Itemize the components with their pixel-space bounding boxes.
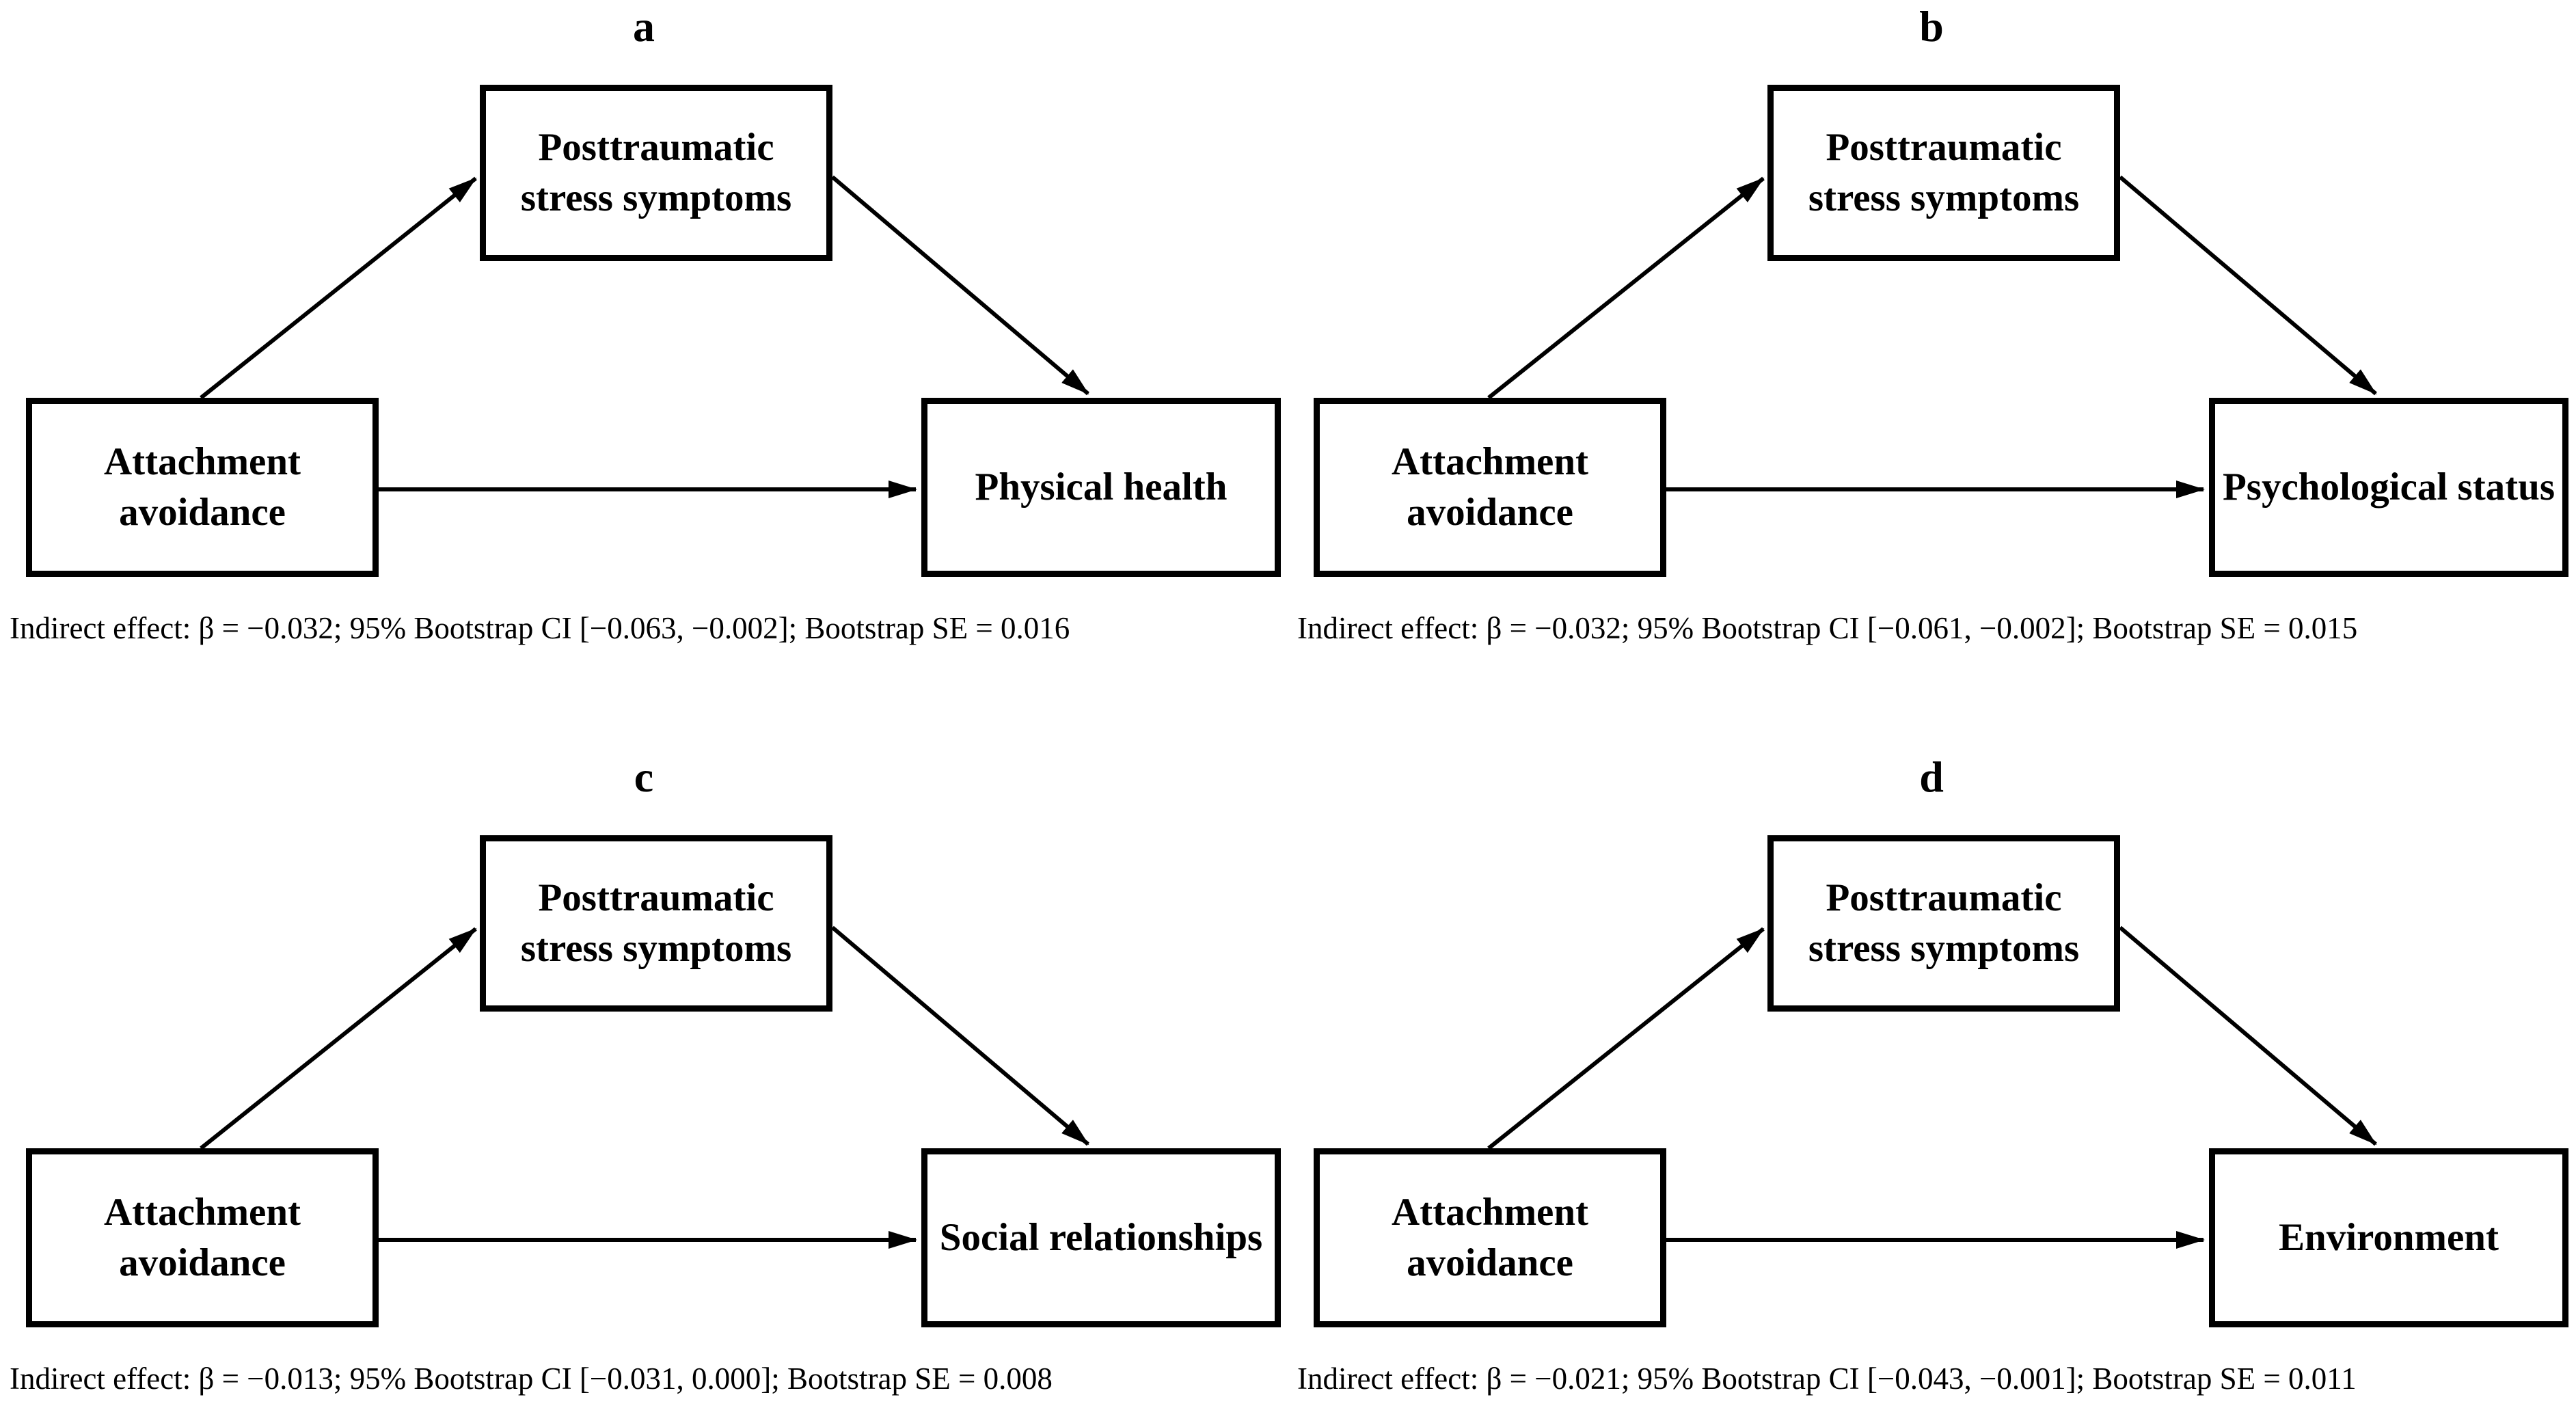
predictor-box: Attachment avoidance <box>26 1148 379 1327</box>
panel-d-letter: d <box>1919 753 1944 801</box>
mediator-box-label: Posttraumatic stress symptoms <box>520 876 792 970</box>
panel-c: c Posttraumatic stress symptoms Attachme… <box>0 750 1288 1408</box>
predictor-box-label: Attachment avoidance <box>103 439 301 534</box>
indirect-effect-caption: Indirect effect: β = −0.032; 95% Bootstr… <box>10 611 1070 645</box>
indirect-effect-caption: Indirect effect: β = −0.021; 95% Bootstr… <box>1297 1362 2357 1396</box>
outcome-box-label: Physical health <box>975 465 1228 509</box>
panel-b: b Posttraumatic stress symptoms Attachme… <box>1288 0 2575 664</box>
mediator-box-label: Posttraumatic stress symptoms <box>1808 876 2080 970</box>
panel-c-letter: c <box>634 753 654 801</box>
arrow-predictor-to-mediator <box>1487 927 1765 1150</box>
mediator-box: Posttraumatic stress symptoms <box>480 85 832 261</box>
arrow-predictor-to-mediator <box>200 927 477 1150</box>
predictor-box: Attachment avoidance <box>1314 398 1666 577</box>
predictor-box-label: Attachment avoidance <box>103 1190 301 1284</box>
arrow-mediator-to-outcome <box>2119 925 2377 1146</box>
panel-b-arrows <box>1487 175 2377 498</box>
predictor-box-label: Attachment avoidance <box>1391 439 1589 534</box>
arrow-predictor-to-mediator <box>200 176 477 400</box>
outcome-box-label: Psychological status <box>2222 465 2555 509</box>
panel-b-letter: b <box>1919 2 1944 51</box>
mediator-box-label: Posttraumatic stress symptoms <box>520 125 792 219</box>
outcome-box-label: Environment <box>2279 1215 2499 1259</box>
outcome-box: Social relationships <box>921 1148 1281 1327</box>
outcome-box: Environment <box>2209 1148 2568 1327</box>
panel-a-arrows <box>200 175 1089 498</box>
panel-a: a Posttraumatic stress symptoms Attachme… <box>0 0 1288 664</box>
predictor-box: Attachment avoidance <box>1314 1148 1666 1327</box>
indirect-effect-caption: Indirect effect: β = −0.032; 95% Bootstr… <box>1297 611 2358 645</box>
mediator-box-label: Posttraumatic stress symptoms <box>1808 125 2080 219</box>
mediator-box: Posttraumatic stress symptoms <box>1767 85 2120 261</box>
mediator-box: Posttraumatic stress symptoms <box>480 835 832 1012</box>
outcome-box-label: Social relationships <box>939 1215 1263 1259</box>
predictor-box-label: Attachment avoidance <box>1391 1190 1589 1284</box>
arrow-mediator-to-outcome <box>831 925 1089 1146</box>
outcome-box: Physical health <box>921 398 1281 577</box>
panel-d: d Posttraumatic stress symptoms Attachme… <box>1288 750 2575 1408</box>
panel-c-arrows <box>200 925 1089 1249</box>
panel-d-arrows <box>1487 925 2377 1249</box>
outcome-box: Psychological status <box>2209 398 2568 577</box>
arrow-mediator-to-outcome <box>2119 175 2377 396</box>
indirect-effect-caption: Indirect effect: β = −0.013; 95% Bootstr… <box>10 1362 1053 1396</box>
predictor-box: Attachment avoidance <box>26 398 379 577</box>
mediator-box: Posttraumatic stress symptoms <box>1767 835 2120 1012</box>
panel-a-letter: a <box>633 2 655 51</box>
arrow-predictor-to-mediator <box>1487 176 1765 400</box>
arrow-mediator-to-outcome <box>831 175 1089 396</box>
